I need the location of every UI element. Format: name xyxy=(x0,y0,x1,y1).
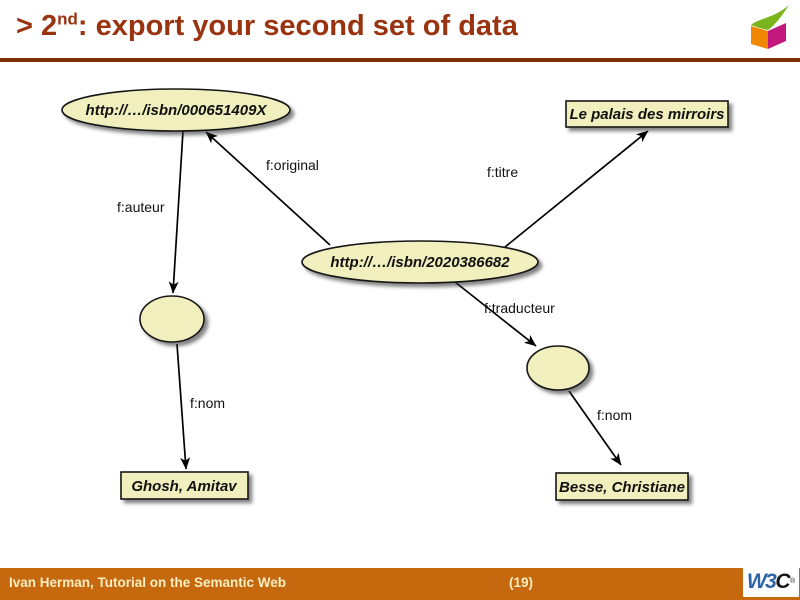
edge-auteur-line xyxy=(168,130,184,294)
w3c-logo-c: C xyxy=(775,569,790,593)
edge-auteur-label: f:auteur xyxy=(117,199,165,215)
cube-orange-face xyxy=(751,26,768,49)
w3c-cube-logo-icon xyxy=(751,5,789,49)
footer-bar xyxy=(0,568,800,600)
node-blank-translator xyxy=(526,345,590,391)
cube-magenta-face xyxy=(768,23,786,49)
node-isbn-000651409X: http://…/isbn/000651409X xyxy=(61,88,291,132)
edge-nom-right-line xyxy=(568,390,622,466)
svg-text:http://…/isbn/000651409X: http://…/isbn/000651409X xyxy=(86,102,268,119)
nodes: http://…/isbn/000651409X Le palais des m… xyxy=(61,88,729,501)
title-prefix: > 2 xyxy=(16,10,58,42)
edge-titre-label: f:titre xyxy=(487,164,518,180)
node-author-name-literal: Ghosh, Amitav xyxy=(120,471,249,500)
node-title-literal: Le palais des mirroirs xyxy=(565,100,729,128)
title-superscript: nd xyxy=(57,9,78,29)
edges: f:auteur f:original f:titre f:traducteur… xyxy=(117,130,649,470)
edge-nom-left-line xyxy=(176,343,191,470)
edge-nom-left-label: f:nom xyxy=(190,395,225,411)
edge-traducteur-label: f:traducteur xyxy=(484,300,555,316)
edge-original-label: f:original xyxy=(266,157,319,173)
node-blank-author xyxy=(139,295,205,343)
node-translator-name-literal: Besse, Christiane xyxy=(555,472,689,501)
cube-green-leaf xyxy=(751,5,789,30)
w3c-logo-w3: W3 xyxy=(746,569,777,593)
footer-credit: Ivan Herman, Tutorial on the Semantic We… xyxy=(9,575,287,590)
svg-text:Ghosh, Amitav: Ghosh, Amitav xyxy=(131,478,238,495)
edge-traducteur-line xyxy=(454,281,537,347)
svg-text:Besse, Christiane: Besse, Christiane xyxy=(559,479,685,496)
node-isbn-2020386682: http://…/isbn/2020386682 xyxy=(301,240,539,284)
page-number: (19) xyxy=(509,575,534,590)
edge-titre-line xyxy=(504,130,649,248)
svg-text:Le palais des mirroirs: Le palais des mirroirs xyxy=(569,106,724,123)
edge-original-line xyxy=(205,131,331,246)
title-divider xyxy=(0,58,800,62)
w3c-logo-registered-mark: ® xyxy=(790,577,796,585)
page-title: > 2nd: export your second set of data xyxy=(16,8,716,46)
edge-nom-right-label: f:nom xyxy=(597,407,632,423)
svg-text:http://…/isbn/2020386682: http://…/isbn/2020386682 xyxy=(330,254,510,271)
title-rest: : export your second set of data xyxy=(77,10,518,42)
